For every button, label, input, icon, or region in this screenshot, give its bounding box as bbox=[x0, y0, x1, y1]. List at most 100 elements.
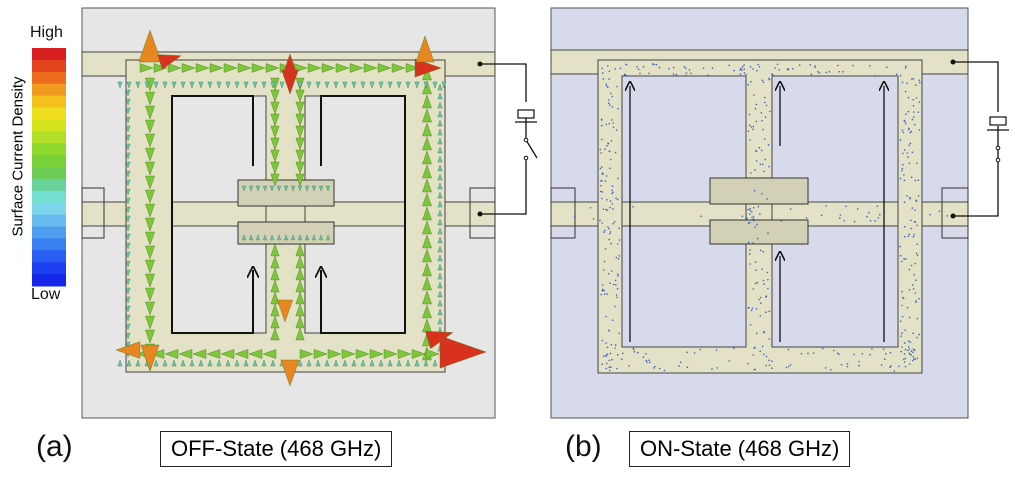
current-dot bbox=[601, 339, 604, 342]
current-arrow bbox=[243, 359, 249, 367]
current-dot bbox=[905, 65, 907, 68]
current-dot bbox=[751, 307, 754, 310]
current-dot bbox=[747, 130, 750, 133]
panel-b-ring bbox=[597, 59, 923, 374]
current-dot bbox=[904, 120, 906, 123]
current-arrow bbox=[167, 63, 182, 73]
current-dot bbox=[903, 201, 906, 203]
current-arrow bbox=[249, 185, 254, 192]
current-dot bbox=[592, 218, 595, 220]
color-scale-step bbox=[32, 190, 66, 204]
color-scale-step bbox=[32, 226, 66, 239]
panel-a-upper-pad bbox=[237, 179, 335, 207]
current-dot bbox=[899, 245, 901, 248]
current-dot bbox=[837, 64, 839, 67]
current-dot bbox=[817, 71, 819, 73]
current-arrow bbox=[397, 349, 412, 359]
color-scale-step bbox=[32, 59, 66, 73]
current-dot bbox=[755, 103, 758, 106]
current-dot bbox=[658, 367, 661, 370]
current-dot bbox=[913, 220, 916, 223]
current-dot bbox=[754, 107, 757, 110]
current-arrow bbox=[295, 113, 305, 127]
current-dot bbox=[755, 160, 758, 162]
current-dot bbox=[879, 213, 881, 216]
current-arrow bbox=[270, 161, 280, 175]
color-scale-step bbox=[32, 107, 66, 120]
current-arrow bbox=[305, 234, 310, 241]
current-dot bbox=[608, 238, 610, 241]
current-dot bbox=[766, 198, 768, 200]
current-dot bbox=[750, 80, 752, 83]
current-arrow bbox=[437, 128, 443, 136]
current-arrow bbox=[396, 81, 402, 89]
current-arrow bbox=[125, 143, 131, 151]
current-arrow bbox=[355, 349, 370, 359]
current-arrow bbox=[422, 262, 432, 277]
current-arrow bbox=[437, 155, 443, 163]
current-arrow bbox=[125, 305, 131, 313]
current-dot bbox=[686, 366, 689, 369]
current-arrow bbox=[223, 63, 238, 73]
current-dot bbox=[612, 122, 614, 124]
current-dot bbox=[763, 138, 766, 140]
current-arrow bbox=[125, 179, 131, 187]
current-dot bbox=[711, 368, 713, 370]
current-arrow bbox=[216, 81, 222, 89]
current-dot bbox=[621, 358, 623, 361]
current-dot bbox=[913, 274, 915, 276]
current-dot bbox=[918, 298, 920, 300]
current-arrow bbox=[209, 63, 224, 73]
current-arrow bbox=[291, 234, 296, 241]
current-dot bbox=[611, 358, 613, 361]
panel-a-letter: (a) bbox=[36, 430, 73, 463]
current-dot bbox=[908, 127, 910, 130]
current-dot bbox=[609, 104, 611, 106]
current-arrow bbox=[126, 359, 132, 367]
current-dot bbox=[601, 191, 604, 193]
current-arrow bbox=[270, 291, 280, 305]
current-dot bbox=[901, 129, 904, 132]
current-dot bbox=[655, 63, 658, 66]
current-dot bbox=[648, 72, 650, 75]
current-dot bbox=[763, 96, 766, 99]
current-arrow bbox=[256, 234, 261, 241]
current-dot bbox=[913, 349, 916, 351]
current-arrow bbox=[145, 147, 155, 162]
current-dot bbox=[885, 352, 887, 355]
current-dot bbox=[809, 64, 812, 66]
current-dot bbox=[906, 306, 909, 309]
current-dot bbox=[912, 288, 915, 290]
color-scale-step bbox=[32, 238, 66, 251]
current-dot bbox=[608, 369, 611, 372]
current-dot bbox=[876, 205, 879, 208]
current-dot bbox=[603, 231, 605, 233]
current-dot bbox=[606, 362, 608, 365]
current-dot bbox=[916, 317, 919, 320]
current-dot bbox=[745, 73, 747, 76]
current-arrow bbox=[125, 152, 131, 160]
current-arrow bbox=[195, 63, 210, 73]
current-dot bbox=[625, 64, 628, 66]
current-dot bbox=[715, 349, 718, 351]
panel-a-left-loop bbox=[171, 95, 254, 334]
current-dot bbox=[600, 124, 603, 127]
current-arrow bbox=[351, 359, 357, 367]
current-arrow bbox=[437, 137, 443, 145]
current-arrow bbox=[270, 315, 280, 329]
current-arrow bbox=[117, 81, 123, 89]
current-dot bbox=[911, 78, 913, 80]
current-dot bbox=[573, 215, 576, 217]
current-dot bbox=[903, 258, 905, 260]
current-arrow bbox=[145, 105, 155, 120]
current-arrow bbox=[378, 359, 384, 367]
current-arrow bbox=[321, 63, 336, 73]
current-dot bbox=[764, 176, 767, 179]
current-dot bbox=[610, 344, 613, 346]
current-dot bbox=[741, 66, 744, 68]
current-arrow bbox=[437, 92, 443, 100]
current-arrow bbox=[327, 349, 342, 359]
current-dot bbox=[752, 218, 755, 220]
current-dot bbox=[902, 152, 904, 155]
current-dot bbox=[912, 105, 915, 107]
